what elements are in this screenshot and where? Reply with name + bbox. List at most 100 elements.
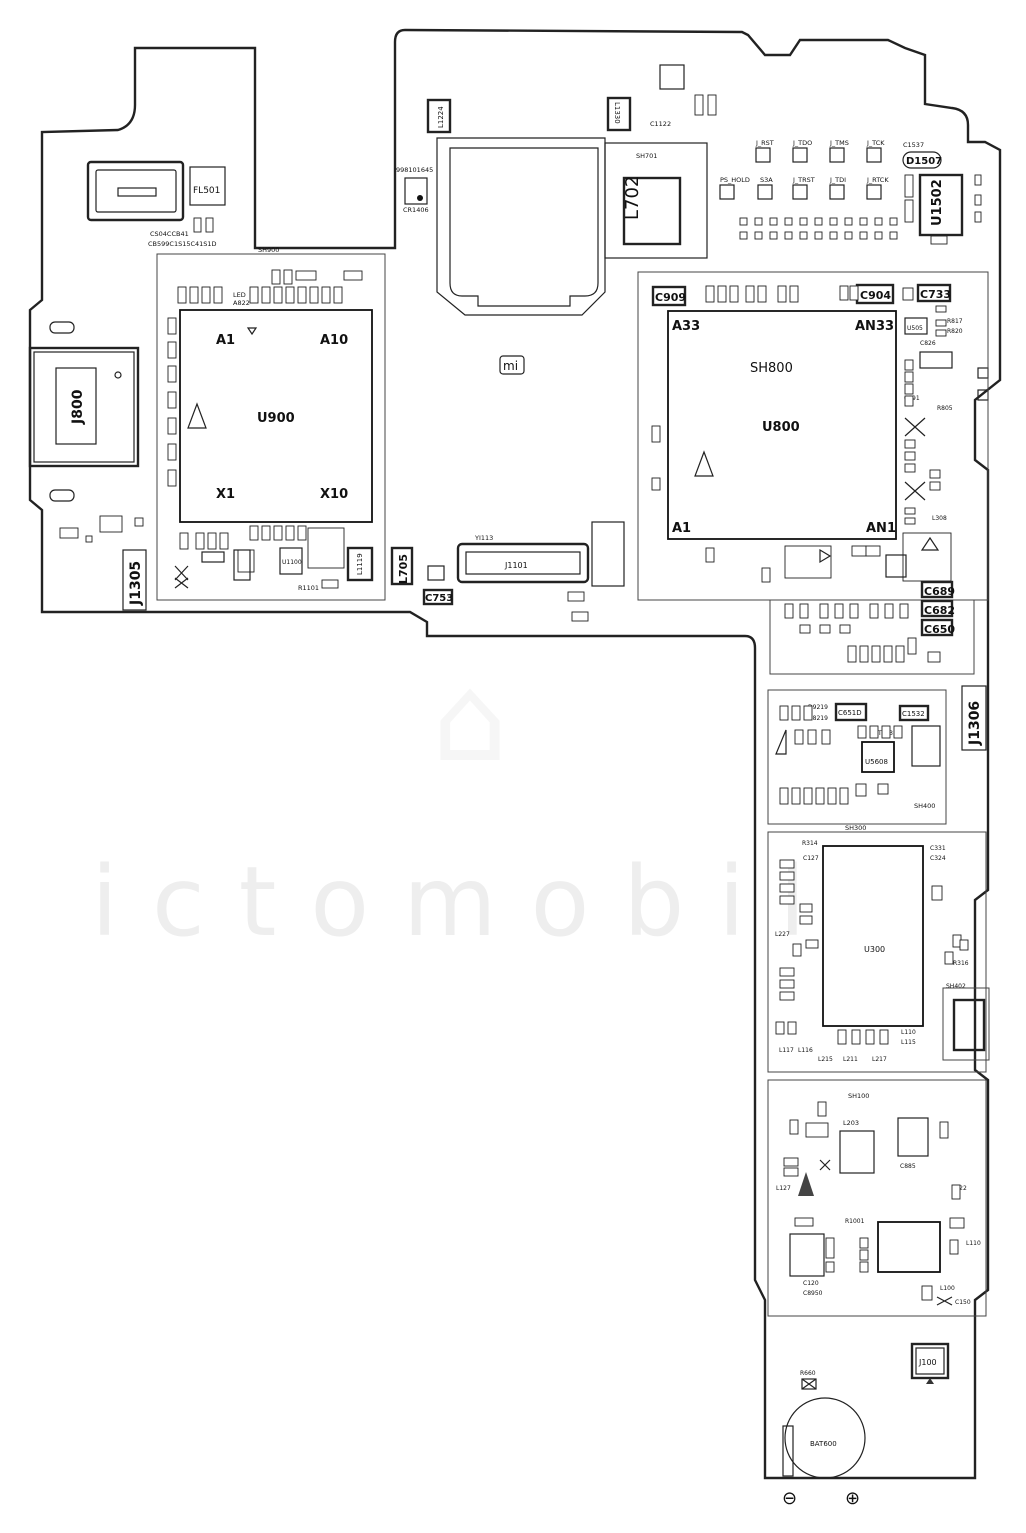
u900-chip: A1 A10 X1 X10 U900 xyxy=(179,309,373,523)
passive-pad xyxy=(213,286,223,304)
passive-pad xyxy=(271,269,281,285)
svg-text:D9219: D9219 xyxy=(808,704,828,711)
passive-pad xyxy=(904,507,916,515)
passive-pad xyxy=(285,286,295,304)
passive-pad xyxy=(907,637,917,655)
passive-pad xyxy=(805,939,819,949)
svg-text:J_TDI: J_TDI xyxy=(829,176,846,184)
passive-pad xyxy=(784,603,794,619)
svg-text:L116: L116 xyxy=(798,1047,813,1054)
svg-text:L1224: L1224 xyxy=(437,106,445,128)
svg-text:C150: C150 xyxy=(955,1299,971,1306)
passive-pad xyxy=(779,883,795,893)
svg-text:R820: R820 xyxy=(947,328,963,335)
svg-text:C885: C885 xyxy=(900,1163,916,1170)
passive-pad xyxy=(333,286,343,304)
svg-text:R805: R805 xyxy=(937,405,953,412)
passive-pad xyxy=(177,286,187,304)
passive-pad xyxy=(799,903,813,913)
passive-pad xyxy=(837,1029,847,1045)
passive-pad xyxy=(321,286,331,304)
passive-pad xyxy=(705,285,715,303)
svg-text:998101645: 998101645 xyxy=(396,166,433,174)
svg-text:U505: U505 xyxy=(907,325,923,332)
j1101-connector[interactable]: YI113 J1101 xyxy=(456,521,625,587)
passive-pad xyxy=(849,603,859,619)
passive-pad xyxy=(935,305,947,313)
passive-pad xyxy=(249,525,259,541)
passive-pad xyxy=(815,787,825,805)
svg-text:J_TRST: J_TRST xyxy=(792,176,815,184)
svg-text:R316: R316 xyxy=(953,960,969,967)
passive-pad xyxy=(871,645,881,663)
passive-pad xyxy=(167,469,177,487)
passive-components xyxy=(167,94,982,1301)
passive-pad xyxy=(791,705,801,721)
svg-text:A33: A33 xyxy=(672,319,700,334)
passive-pad xyxy=(787,1021,797,1035)
passive-pad xyxy=(865,1029,875,1045)
passive-pad xyxy=(273,286,283,304)
passive-pad xyxy=(707,94,717,116)
passive-pad xyxy=(189,286,199,304)
svg-text:L1330: L1330 xyxy=(613,102,621,124)
svg-text:C650: C650 xyxy=(924,623,955,636)
svg-text:AN1: AN1 xyxy=(866,521,896,536)
mount-slot xyxy=(49,489,75,502)
passive-pad xyxy=(167,365,177,383)
passive-pad xyxy=(927,651,941,663)
passive-pad xyxy=(921,1285,933,1301)
passive-pad xyxy=(904,517,916,525)
svg-text:J_RTCK: J_RTCK xyxy=(866,176,889,184)
svg-text:SH100: SH100 xyxy=(848,1092,869,1100)
passive-pad xyxy=(904,395,914,407)
passive-pad xyxy=(869,725,879,739)
passive-pad xyxy=(859,1261,869,1273)
passive-pad xyxy=(884,603,894,619)
svg-text:FL501: FL501 xyxy=(193,186,220,196)
passive-pad xyxy=(874,217,883,226)
c1003-box xyxy=(233,549,251,581)
svg-text:J_TDO: J_TDO xyxy=(792,139,812,147)
bat600-battery: BAT600 ⊖ ⊕ xyxy=(782,1397,866,1509)
svg-text:C651D: C651D xyxy=(838,709,862,717)
passive-pad xyxy=(261,525,271,541)
svg-text:C682: C682 xyxy=(924,604,955,617)
passive-pad xyxy=(877,783,889,795)
sh701-shield: SH701 L702 xyxy=(604,142,708,259)
j100-connector[interactable]: J100 xyxy=(910,1342,950,1384)
passive-pad xyxy=(859,645,869,663)
passive-pad xyxy=(881,725,891,739)
passive-pad xyxy=(761,567,771,583)
passive-pad xyxy=(904,439,916,449)
sh402-shield: SH402 xyxy=(942,983,990,1061)
passive-pad xyxy=(807,729,817,745)
passive-pad xyxy=(851,1029,861,1045)
svg-text:U5608: U5608 xyxy=(865,758,888,766)
passive-pad xyxy=(651,425,661,443)
svg-text:L100: L100 xyxy=(940,1285,955,1292)
passive-pad xyxy=(794,729,804,745)
passive-pad xyxy=(783,1157,799,1167)
passive-pad xyxy=(779,967,795,977)
passive-pad xyxy=(309,286,319,304)
passive-pad xyxy=(889,231,898,240)
svg-text:R660: R660 xyxy=(800,1370,816,1377)
passive-pad xyxy=(974,211,982,223)
passive-pad xyxy=(779,787,789,805)
passive-pad xyxy=(201,286,211,304)
passive-pad xyxy=(784,217,793,226)
j1306-label: J1306 xyxy=(961,685,987,751)
j800-connector[interactable]: J800 xyxy=(28,346,140,468)
svg-text:U900: U900 xyxy=(257,411,295,426)
svg-text:AN33: AN33 xyxy=(855,319,894,334)
svg-text:A822: A822 xyxy=(233,299,250,307)
passive-pad xyxy=(825,1237,835,1259)
passive-pad xyxy=(757,285,767,303)
svg-text:SH701: SH701 xyxy=(636,152,657,160)
passive-pad xyxy=(959,939,969,951)
passive-pad xyxy=(819,603,829,619)
svg-text:C120: C120 xyxy=(803,1280,819,1287)
svg-text:C331: C331 xyxy=(930,845,946,852)
